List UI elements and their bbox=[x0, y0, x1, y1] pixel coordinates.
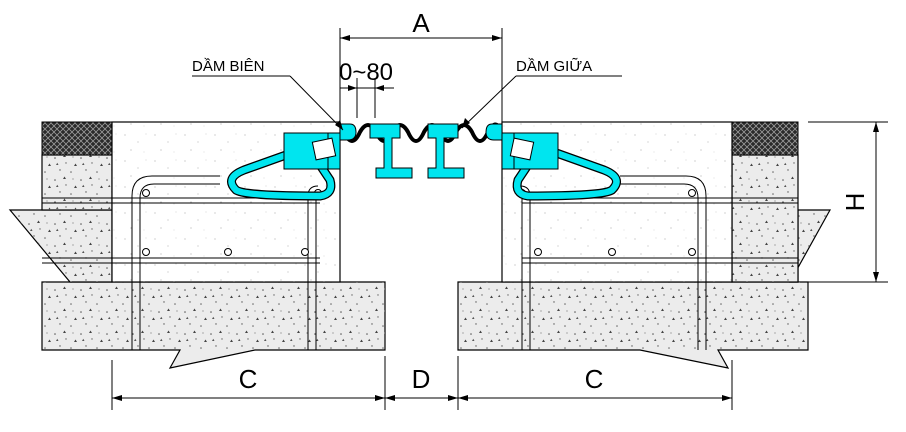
dim-h-label: H bbox=[840, 193, 870, 212]
gap-range-label: 0~80 bbox=[339, 59, 393, 86]
left-abutment bbox=[8, 121, 386, 369]
edge-beam-callout: DẦM BIÊN bbox=[192, 58, 344, 131]
dim-d-label: D bbox=[412, 364, 431, 394]
right-asphalt-hatch bbox=[731, 121, 799, 156]
dimension-h: H bbox=[800, 121, 888, 283]
dim-a-label: A bbox=[412, 8, 430, 38]
dimension-a: A bbox=[339, 8, 503, 124]
dim-c-right-label: C bbox=[585, 364, 604, 394]
dimension-gap: 0~80 bbox=[339, 59, 394, 118]
middle-beam-right bbox=[427, 123, 465, 179]
left-lower-beam-texture bbox=[42, 282, 385, 350]
dim-c-left-label: C bbox=[239, 364, 258, 394]
dimension-bottom: C D C bbox=[111, 356, 733, 410]
edge-beam-label: DẦM BIÊN bbox=[192, 58, 265, 75]
right-abutment bbox=[457, 121, 832, 369]
middle-beam-callout: DẦM GIỮA bbox=[461, 58, 622, 129]
middle-beam-label: DẦM GIỮA bbox=[516, 58, 592, 75]
joint-assembly bbox=[339, 122, 503, 179]
rubber-seal bbox=[342, 122, 502, 143]
left-asphalt-hatch bbox=[41, 121, 113, 156]
middle-beam-left bbox=[369, 123, 413, 179]
